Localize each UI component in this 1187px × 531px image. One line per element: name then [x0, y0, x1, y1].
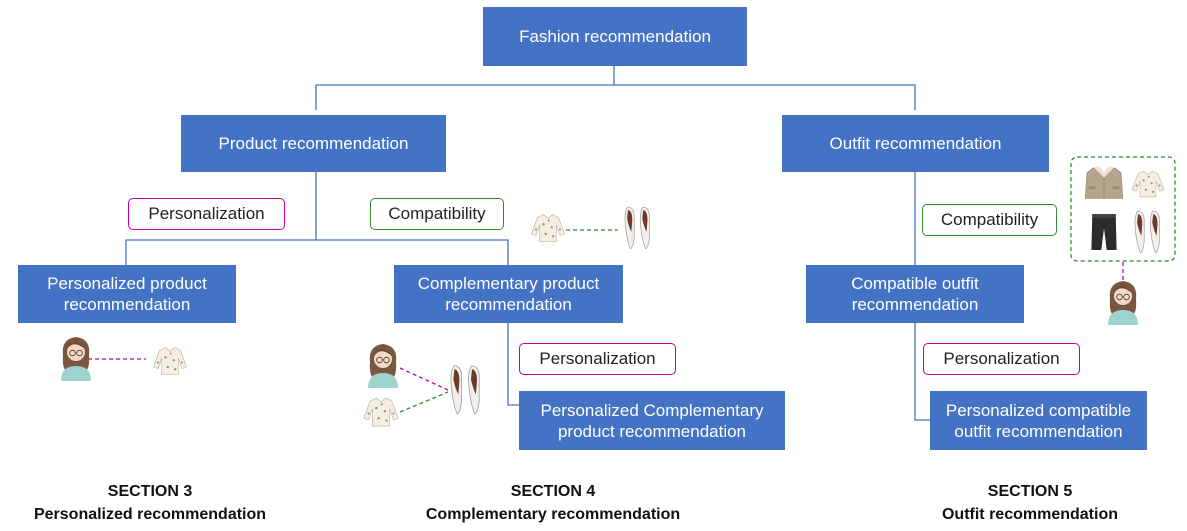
node-personalized-complementary-product-recommendation: Personalized Complementary product recom… [519, 391, 785, 450]
section-number: SECTION 4 [510, 483, 596, 500]
section-caption: SECTION 3 Personalized recommendation [0, 480, 300, 526]
section-title: Outfit recommendation [941, 506, 1118, 523]
tag-compatibility: Compatibility [922, 204, 1057, 236]
tag-personalization: Personalization [519, 343, 676, 375]
section-number: SECTION 3 [107, 483, 193, 500]
tag-personalization: Personalization [923, 343, 1080, 375]
node-compatible-outfit-recommendation: Compatible outfit recommendation [806, 265, 1024, 323]
section-number: SECTION 5 [987, 483, 1073, 500]
node-complementary-product-recommendation: Complementary product recommendation [394, 265, 623, 323]
node-personalized-compatible-outfit-recommendation: Personalized compatible outfit recommend… [930, 391, 1147, 450]
node-outfit-recommendation: Outfit recommendation [782, 115, 1049, 172]
node-product-recommendation: Product recommendation [181, 115, 446, 172]
section-title: Personalized recommendation [33, 506, 267, 523]
tag-compatibility: Compatibility [370, 198, 504, 230]
node-fashion-recommendation: Fashion recommendation [483, 7, 747, 66]
node-personalized-product-recommendation: Personalized product recommendation [18, 265, 236, 323]
section-caption: SECTION 4 Complementary recommendation [398, 480, 708, 526]
section-title: Complementary recommendation [425, 506, 681, 523]
tag-personalization: Personalization [128, 198, 285, 230]
section-caption: SECTION 5 Outfit recommendation [880, 480, 1180, 526]
